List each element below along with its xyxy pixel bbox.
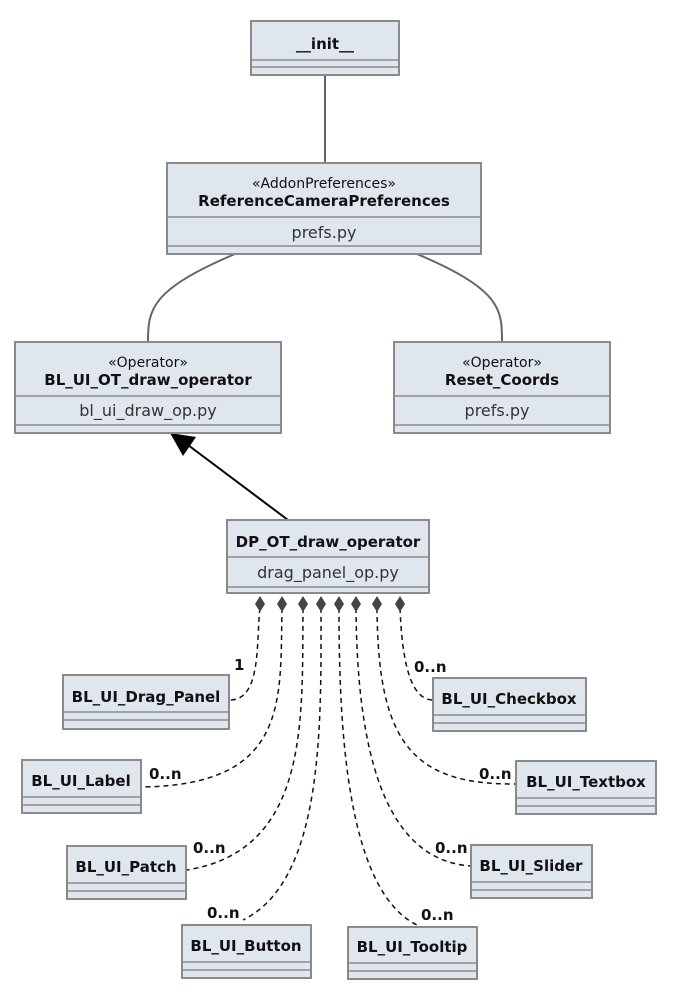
link-checkbox xyxy=(399,607,434,701)
class-name: ReferenceCameraPreferences xyxy=(198,192,450,210)
multiplicity-patch: 0..n xyxy=(193,839,226,857)
link-textbox xyxy=(376,607,517,785)
class-file: bl_ui_draw_op.py xyxy=(79,401,216,421)
inheritance-edge xyxy=(187,444,289,521)
link-slider xyxy=(355,607,472,867)
class-name: __init__ xyxy=(296,35,355,53)
composition-diamond-icon xyxy=(298,596,308,612)
class-name: Reset_Coords xyxy=(445,371,559,389)
class-name: BL_UI_Tooltip xyxy=(357,938,468,956)
composition-diamond-icon xyxy=(395,596,405,612)
class-name: BL_UI_Label xyxy=(31,772,131,790)
multiplicity-checkbox: 0..n xyxy=(414,658,447,676)
inheritance-arrowhead xyxy=(170,433,196,456)
class-bl-ui-drag-panel[interactable]: BL_UI_Drag_Panel xyxy=(62,674,230,730)
multiplicity-tooltip: 0..n xyxy=(421,906,454,924)
class-file: drag_panel_op.py xyxy=(257,563,399,583)
class-name: BL_UI_Slider xyxy=(479,857,583,875)
class-file: prefs.py xyxy=(465,401,530,420)
class-name: BL_UI_Textbox xyxy=(526,773,646,791)
class-name: BL_UI_Patch xyxy=(75,858,176,876)
class-file: prefs.py xyxy=(292,223,357,242)
class-bl-ui-slider[interactable]: BL_UI_Slider xyxy=(470,844,593,899)
class-name: BL_UI_OT_draw_operator xyxy=(44,371,252,389)
class-stereotype: «Operator» xyxy=(108,355,188,371)
class-name: BL_UI_Button xyxy=(190,937,301,955)
class-reset-coords[interactable]: «Operator» Reset_Coords prefs.py xyxy=(393,341,611,434)
class-bl-ui-tooltip[interactable]: BL_UI_Tooltip xyxy=(347,926,478,980)
class-bl-ui-textbox[interactable]: BL_UI_Textbox xyxy=(515,760,657,815)
class-stereotype: «AddonPreferences» xyxy=(252,176,396,192)
multiplicity-slider: 0..n xyxy=(435,839,468,857)
link-button xyxy=(242,607,322,921)
link-drag-panel xyxy=(229,607,261,701)
composition-diamond-icon xyxy=(351,596,361,612)
multiplicity-textbox: 0..n xyxy=(479,765,512,783)
class-init[interactable]: __init__ xyxy=(250,20,400,76)
composition-diamond-icon xyxy=(277,596,287,612)
multiplicity-drag-panel: 1 xyxy=(234,656,244,674)
class-bl-ui-patch[interactable]: BL_UI_Patch xyxy=(66,845,187,900)
class-stereotype: «Operator» xyxy=(462,355,542,371)
class-bl-ui-button[interactable]: BL_UI_Button xyxy=(181,924,312,979)
class-dp-ot-draw-operator[interactable]: DP_OT_draw_operator drag_panel_op.py xyxy=(226,519,430,594)
class-bl-ui-label[interactable]: BL_UI_Label xyxy=(21,759,142,814)
class-name: DP_OT_draw_operator xyxy=(236,533,421,551)
class-bl-ui-ot-draw-operator[interactable]: «Operator» BL_UI_OT_draw_operator bl_ui_… xyxy=(14,341,282,434)
class-reference-camera-preferences[interactable]: «AddonPreferences» ReferenceCameraPrefer… xyxy=(166,162,482,255)
composition-diamond-icon xyxy=(334,596,344,612)
link-label xyxy=(141,607,283,788)
composition-diamond-icon xyxy=(372,596,382,612)
class-name: BL_UI_Checkbox xyxy=(441,690,577,708)
multiplicity-label: 0..n xyxy=(149,765,182,783)
multiplicity-button: 0..n xyxy=(207,904,240,922)
prefs-to-draw-op-edge xyxy=(147,253,236,343)
link-patch xyxy=(186,607,304,871)
prefs-to-reset-edge xyxy=(416,253,503,343)
composition-diamond-icon xyxy=(316,596,326,612)
class-bl-ui-checkbox[interactable]: BL_UI_Checkbox xyxy=(432,677,587,732)
class-name: BL_UI_Drag_Panel xyxy=(72,688,221,706)
link-tooltip xyxy=(338,607,418,926)
composition-diamond-icon xyxy=(255,596,265,612)
